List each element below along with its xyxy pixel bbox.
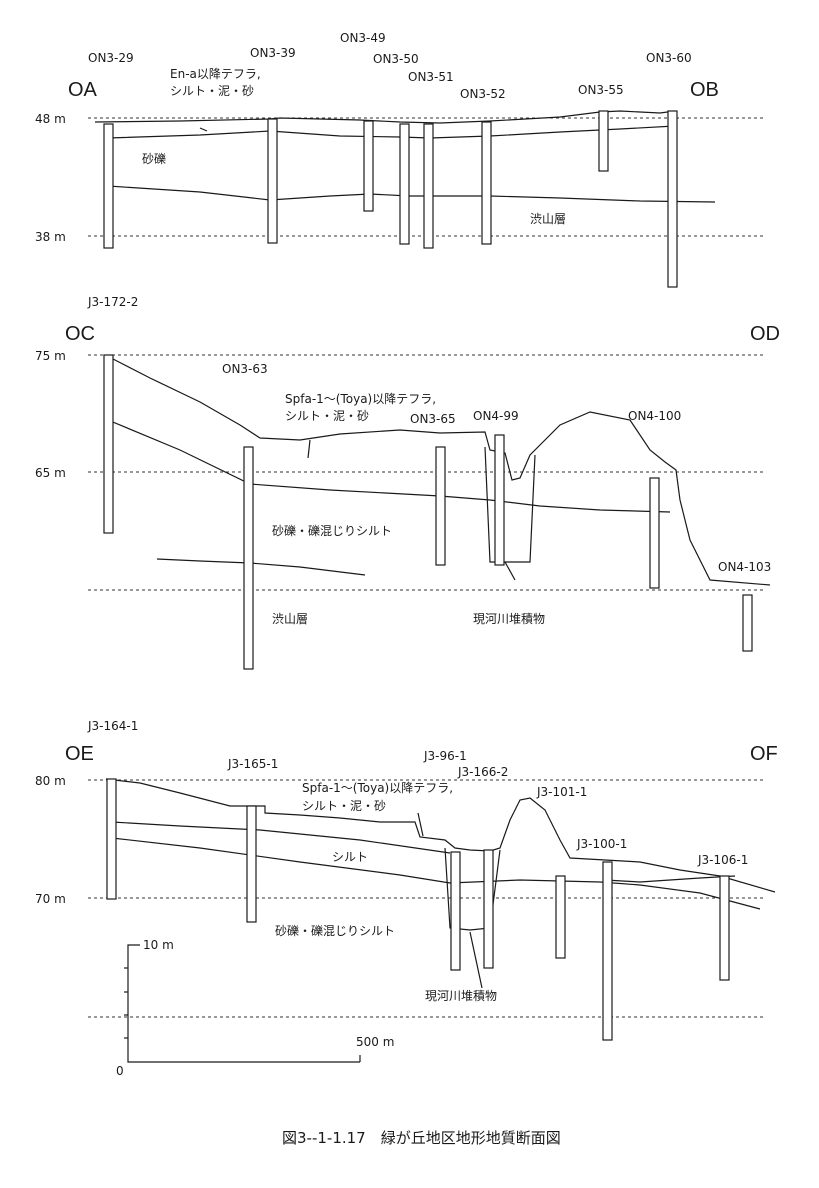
- layer-boundary-shibuyama: [156, 558, 366, 576]
- section-tag-left: OA: [68, 79, 98, 101]
- ground-surface: [94, 110, 676, 124]
- scale-origin-label: 0: [116, 1064, 124, 1078]
- borehole: [450, 851, 461, 971]
- leader-line: [417, 812, 424, 837]
- borehole-label: J3-101-1: [536, 785, 587, 799]
- ground-surface: [105, 778, 776, 893]
- layer-boundary-upper: [604, 875, 736, 883]
- borehole: [742, 594, 753, 652]
- borehole: [649, 477, 660, 589]
- borehole: [555, 875, 566, 959]
- river-deposit-channel: [484, 446, 536, 563]
- borehole-label: ON3-39: [250, 46, 296, 60]
- layer-label-shibuyama: 渋山層: [530, 212, 566, 226]
- layer-label-silt: シルト: [332, 850, 368, 864]
- borehole-label: ON3-52: [460, 87, 506, 101]
- borehole: [602, 861, 613, 1041]
- elevation-label: 70 m: [35, 892, 66, 906]
- scale-bar: 10 m 500 m 0: [116, 938, 394, 1078]
- elevation-label: 38 m: [35, 230, 66, 244]
- borehole: [399, 123, 410, 245]
- elevation-label: 75 m: [35, 349, 66, 363]
- figure-caption: 図3--1-1.17 緑が丘地区地形地質断面図: [282, 1129, 561, 1147]
- borehole-label: ON3-49: [340, 31, 386, 45]
- borehole-label: J3-96-1: [423, 749, 467, 763]
- borehole: [481, 121, 492, 245]
- elevation-label: 48 m: [35, 112, 66, 126]
- borehole: [483, 849, 494, 969]
- layer-label-gravel: 砂礫・礫混じりシルト: [275, 923, 395, 938]
- borehole-label: J3-164-1: [87, 719, 138, 733]
- borehole-label: ON4-103: [718, 560, 771, 574]
- section-tag-left: OE: [65, 743, 94, 765]
- borehole: [246, 805, 257, 923]
- leader-line: [504, 561, 516, 581]
- layer-label-tephra: Spfa-1～(Toya)以降テフラ,: [285, 392, 436, 406]
- ground-surface: [103, 354, 771, 586]
- borehole-label: J3-106-1: [697, 853, 748, 867]
- layer-label-gravel: 砂礫・礫混じりシルト: [272, 523, 392, 538]
- borehole: [435, 446, 446, 566]
- borehole-label: ON4-100: [628, 409, 681, 423]
- section-tag-right: OB: [690, 79, 719, 101]
- layer-label-gravel: 砂礫: [142, 151, 166, 166]
- borehole: [106, 778, 117, 900]
- borehole-label: J3-165-1: [227, 757, 278, 771]
- borehole: [363, 120, 374, 212]
- layer-label-river: 現河川堆積物: [425, 988, 497, 1003]
- section-oa-ob: 48 m 38 m OA OB ON3-29 ON3-39 ON3-49 ON3…: [35, 31, 765, 288]
- borehole-label: ON4-99: [473, 409, 519, 423]
- scale-axes: [127, 944, 360, 1063]
- layer-label-tephra-2: シルト・泥・砂: [170, 84, 254, 98]
- borehole-label: J3-100-1: [576, 837, 627, 851]
- section-tag-right: OD: [750, 323, 780, 345]
- borehole: [423, 123, 434, 249]
- leader-line: [307, 439, 311, 459]
- borehole: [103, 123, 114, 249]
- borehole-label: ON3-63: [222, 362, 268, 376]
- borehole: [267, 118, 278, 244]
- layer-boundary-tephra: [107, 125, 676, 139]
- borehole-label: ON3-29: [88, 51, 134, 65]
- borehole: [667, 110, 678, 288]
- borehole: [719, 875, 730, 981]
- borehole: [103, 354, 114, 534]
- borehole-label: ON3-65: [410, 412, 456, 426]
- layer-label-tephra: Spfa-1～(Toya)以降テフラ,: [302, 781, 453, 795]
- scale-vertical-label: 10 m: [143, 938, 174, 952]
- section-tag-left: OC: [65, 323, 95, 345]
- elevation-label: 80 m: [35, 774, 66, 788]
- layer-label-tephra: En-a以降テフラ,: [170, 67, 261, 81]
- elevation-label: 65 m: [35, 466, 66, 480]
- borehole-label: J3-166-2: [457, 765, 508, 779]
- borehole-label: ON3-60: [646, 51, 692, 65]
- layer-boundary-tephra: [107, 419, 671, 513]
- borehole: [598, 110, 609, 172]
- section-oc-od: 75 m 65 m OC OD J3-172-2 ON3-63 ON3-65 O…: [35, 295, 780, 670]
- leader-line: [199, 127, 208, 132]
- borehole: [494, 434, 505, 566]
- borehole-label: ON3-50: [373, 52, 419, 66]
- layer-label-shibuyama: 渋山層: [272, 612, 308, 626]
- borehole: [243, 446, 254, 670]
- section-tag-right: OF: [750, 743, 778, 765]
- section-oe-of: 80 m 70 m OE OF J3-164-1 J3-165-1 J3-96-…: [35, 719, 778, 1041]
- layer-label-river: 現河川堆積物: [473, 611, 545, 626]
- scale-horizontal-label: 500 m: [356, 1035, 394, 1049]
- borehole-label: J3-172-2: [87, 295, 138, 309]
- layer-boundary-silt: [111, 821, 451, 854]
- layer-label-tephra-2: シルト・泥・砂: [285, 409, 369, 423]
- borehole-label: ON3-55: [578, 83, 624, 97]
- borehole-label: ON3-51: [408, 70, 454, 84]
- layer-boundary-gravel: [107, 185, 716, 203]
- layer-label-tephra-2: シルト・泥・砂: [302, 799, 386, 813]
- leader-line: [469, 931, 483, 989]
